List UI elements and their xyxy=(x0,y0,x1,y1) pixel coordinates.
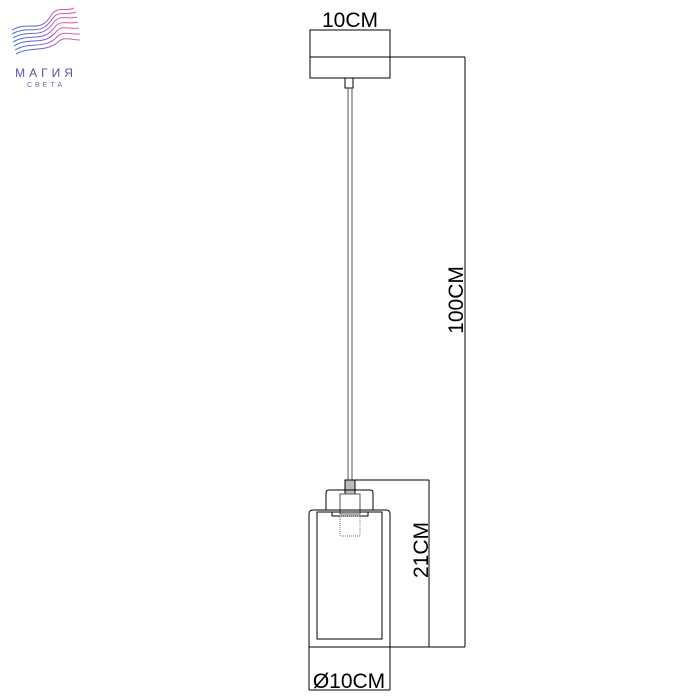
logo-wave-icon xyxy=(11,7,81,55)
shade-diameter-label: Ø10CM xyxy=(313,670,385,693)
socket xyxy=(339,493,361,515)
canopy-width-label: 10CM xyxy=(322,9,378,32)
lamp-cap xyxy=(325,489,374,510)
logo-text-primary: МАГИЯ xyxy=(15,66,77,80)
logo-text-secondary: СВЕТА xyxy=(26,82,66,89)
cord-grip-bottom xyxy=(344,479,356,495)
socket-thread xyxy=(339,515,361,537)
canopy xyxy=(309,29,391,79)
shade-outer xyxy=(308,509,391,648)
shade-height-label: 21CM xyxy=(410,522,433,578)
cord-grip-top xyxy=(344,77,354,89)
total-height-label: 100CM xyxy=(445,266,468,334)
shade-inner xyxy=(316,511,383,640)
